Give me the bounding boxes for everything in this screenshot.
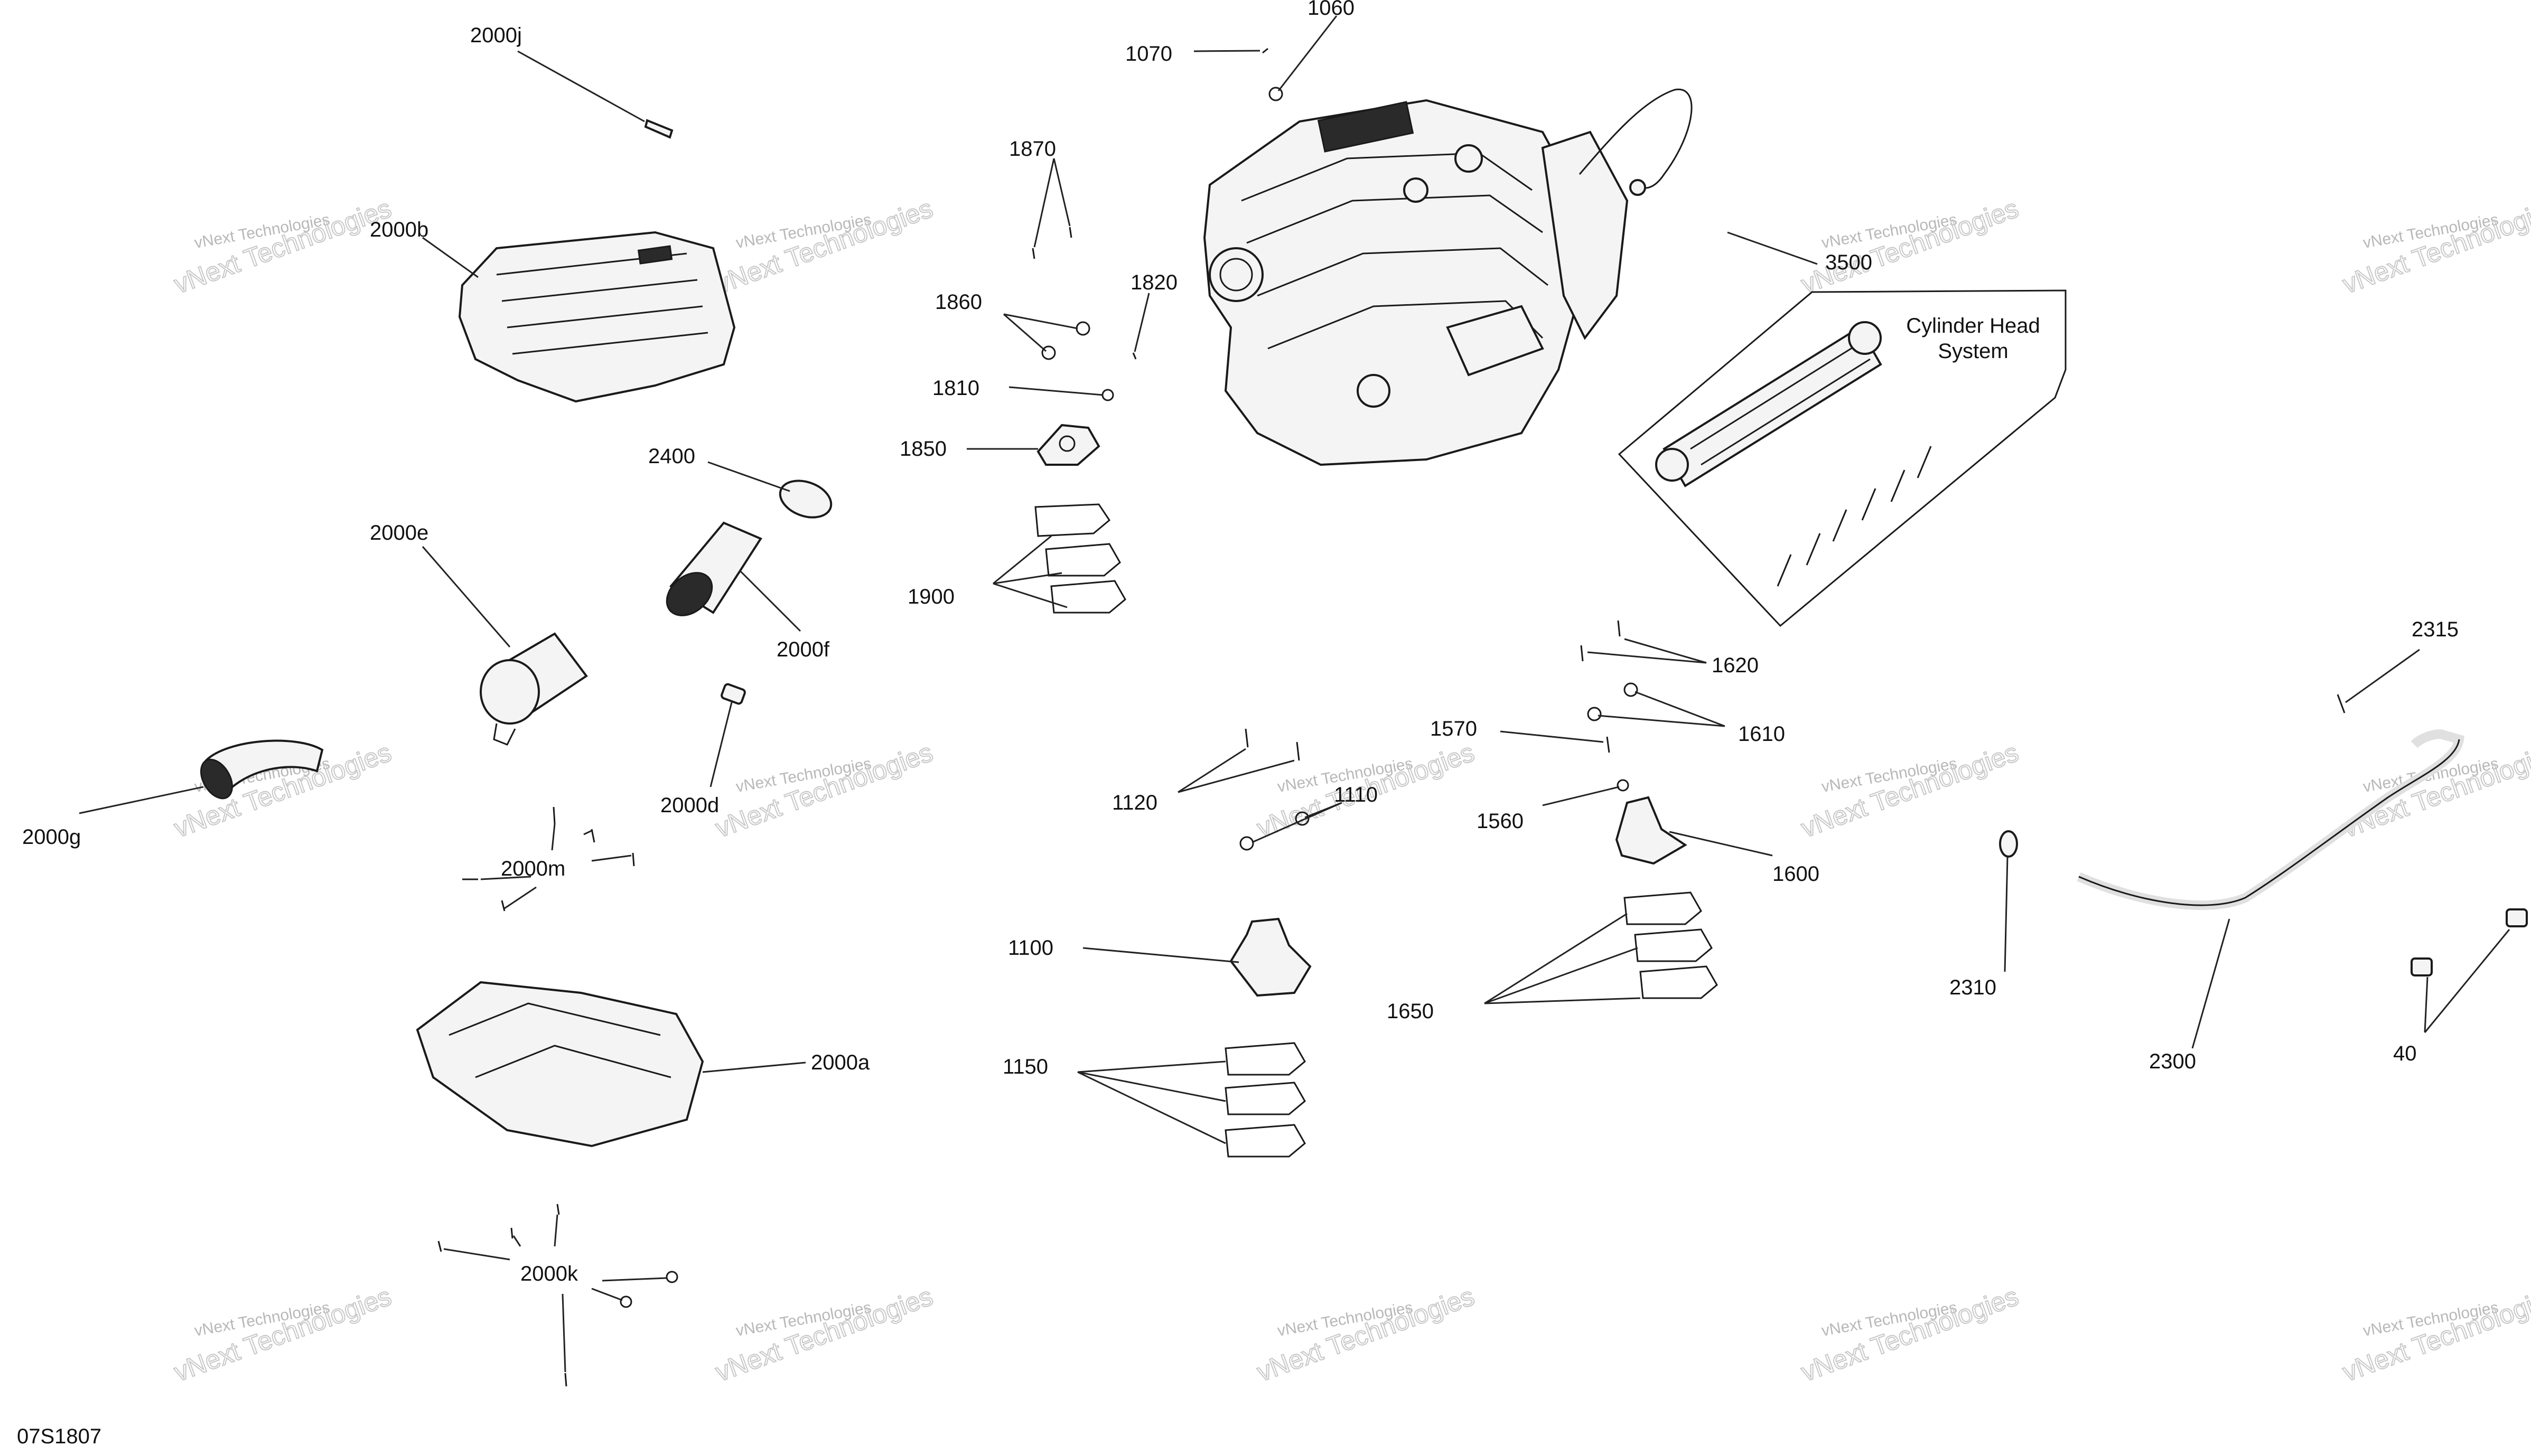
part-1560 — [1617, 779, 1629, 792]
part-drawings — [200, 48, 2528, 1387]
callout-label: 2000d — [660, 794, 719, 817]
callout-label: 1850 — [900, 437, 947, 461]
watermark: vNext Technologies vNext Technologies — [2338, 193, 2531, 300]
diagram-code: 07S1807 — [17, 1425, 101, 1448]
callout-label: 1900 — [908, 585, 955, 608]
watermark: vNext Technologies vNext Technologies — [170, 1281, 396, 1388]
watermark: vNext Technologies vNext Technologies — [2338, 737, 2531, 844]
subsystem-label-line1: Cylinder Head — [1906, 314, 2040, 337]
subsystem-label-line2: System — [1938, 340, 2008, 363]
engine-assembly — [1203, 88, 1693, 466]
part-2000f — [666, 521, 762, 616]
watermark: vNext Technologies vNext Technologies — [1797, 737, 2023, 844]
part-1100 — [1229, 917, 1312, 997]
watermark: vNext Technologies vNext Technologies — [711, 737, 937, 844]
callout-label: 2000j — [470, 24, 522, 47]
callout-label: 2000m — [501, 857, 565, 880]
callout-label: 2000g — [22, 825, 81, 849]
part-1150 — [1225, 1042, 1306, 1158]
part-1820 — [1132, 352, 1137, 360]
part-1850 — [1036, 424, 1100, 466]
part-2000d — [721, 683, 746, 705]
part-1900 — [1034, 503, 1126, 614]
part-1860 — [1041, 321, 1090, 360]
callout-label: 1870 — [1009, 137, 1056, 161]
part-1870 — [1032, 227, 1072, 259]
watermark: vNext Technologies vNext Technologies — [1797, 1281, 2023, 1388]
callout-label: 1620 — [1712, 654, 1759, 677]
part-40 — [2411, 908, 2528, 976]
callout-label: 1120 — [1112, 791, 1157, 814]
callout-label: 3500 — [1825, 251, 1872, 274]
part-2300-outline — [2078, 739, 2460, 906]
callout-label: 2000k — [520, 1262, 578, 1285]
callout-label: 2400 — [648, 445, 695, 468]
callout-label: 1070 — [1125, 42, 1172, 65]
part-1060 — [1268, 87, 1283, 101]
part-1600 — [1615, 796, 1687, 865]
callout-label: 2000a — [811, 1051, 870, 1074]
callout-label: 1100 — [1008, 936, 1053, 960]
callout-label: 1060 — [1307, 0, 1355, 20]
part-1110 — [1239, 811, 1310, 851]
callout-label: 2300 — [2149, 1050, 2196, 1073]
part-2000j — [644, 119, 674, 139]
part-2400 — [779, 480, 833, 519]
watermark: vNext Technologies vNext Technologies — [711, 1281, 937, 1388]
part-2000b — [458, 231, 736, 403]
callout-label: 2000b — [370, 218, 428, 241]
callout-label: 1810 — [932, 377, 979, 400]
watermark: vNext Technologies vNext Technologies — [711, 193, 937, 300]
part-1650 — [1623, 891, 1718, 999]
watermark: vNext Technologies vNext Technologies — [2338, 1281, 2531, 1388]
callout-labels: 2000j 1060 1070 1870 2000b 1860 1820 350… — [22, 0, 2459, 1285]
part-1120 — [1245, 728, 1300, 761]
callout-label: 1610 — [1738, 722, 1785, 746]
part-1570 — [1606, 736, 1610, 753]
part-1070 — [1262, 48, 1268, 54]
callout-label: 1150 — [1003, 1055, 1048, 1078]
callout-label: 1650 — [1387, 1000, 1434, 1023]
cylinder-head-subsystem — [1618, 289, 2067, 627]
watermark: vNext Technologies vNext Technologies — [1253, 1281, 1479, 1388]
callout-label: 1110 — [1334, 783, 1378, 806]
callout-label: 1820 — [1131, 271, 1178, 294]
part-2000g — [200, 739, 324, 800]
part-1610 — [1587, 682, 1638, 721]
callout-label: 2000f — [777, 638, 830, 661]
subsystem-label: Cylinder Head System — [1906, 314, 2040, 363]
part-2000e — [480, 632, 588, 746]
watermark: vNext Technologies vNext Technologies — [170, 193, 396, 300]
callout-label: 2310 — [1949, 976, 1996, 999]
part-2315 — [2337, 694, 2346, 713]
callout-label: 1860 — [935, 290, 982, 314]
callout-label: 1570 — [1430, 717, 1477, 740]
part-2310 — [1999, 830, 2018, 858]
callout-label: 2000e — [370, 521, 428, 544]
callout-label: 1560 — [1477, 810, 1524, 833]
callout-label: 2315 — [2412, 618, 2459, 641]
leader-lines — [79, 15, 2510, 1373]
part-1620 — [1580, 620, 1621, 662]
callout-label: 1600 — [1772, 862, 1819, 886]
part-2000a — [416, 981, 704, 1148]
part-2000k-bolts — [437, 1204, 678, 1387]
callout-label: 40 — [2393, 1042, 2417, 1065]
part-1810 — [1101, 389, 1114, 401]
watermark: vNext Technologies vNext Technologies — [1797, 193, 2023, 300]
